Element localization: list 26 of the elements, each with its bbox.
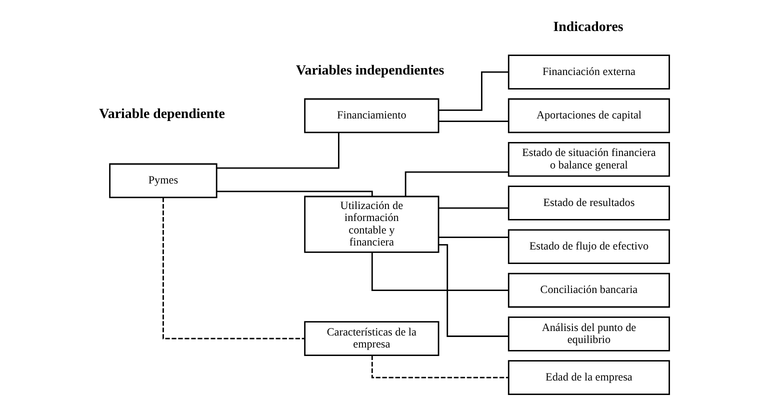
connector bbox=[404, 171, 508, 196]
connector bbox=[370, 252, 508, 291]
connector bbox=[216, 190, 372, 196]
label: Variable dependiente bbox=[98, 107, 224, 122]
connector bbox=[438, 207, 508, 209]
node-box: Edad de la empresa bbox=[507, 360, 670, 395]
node-box: Conciliación bancaria bbox=[507, 272, 670, 308]
node-box: Utilización de información contable y financiera bbox=[304, 196, 439, 253]
connector bbox=[438, 244, 508, 337]
node-box: Análisis del punto de equilibrio bbox=[507, 316, 670, 352]
node-box: Características de la empresa bbox=[304, 321, 439, 356]
connector bbox=[438, 120, 508, 122]
label: Indicadores bbox=[552, 20, 623, 35]
node-box: Estado de situación financiera o balance general bbox=[507, 142, 670, 177]
node-box: Financiamiento bbox=[304, 98, 439, 134]
node-box: Financiación externa bbox=[507, 54, 670, 90]
connector bbox=[216, 132, 339, 169]
connector bbox=[438, 71, 508, 111]
node-box: Estado de flujo de efectivo bbox=[507, 229, 670, 264]
connector bbox=[162, 198, 304, 340]
connector bbox=[438, 236, 508, 238]
node-box: Pymes bbox=[108, 163, 217, 198]
node-box: Estado de resultados bbox=[507, 186, 670, 220]
connector bbox=[370, 355, 508, 378]
label: Variables independientes bbox=[296, 63, 444, 78]
node-box: Aportaciones de capital bbox=[507, 98, 670, 134]
